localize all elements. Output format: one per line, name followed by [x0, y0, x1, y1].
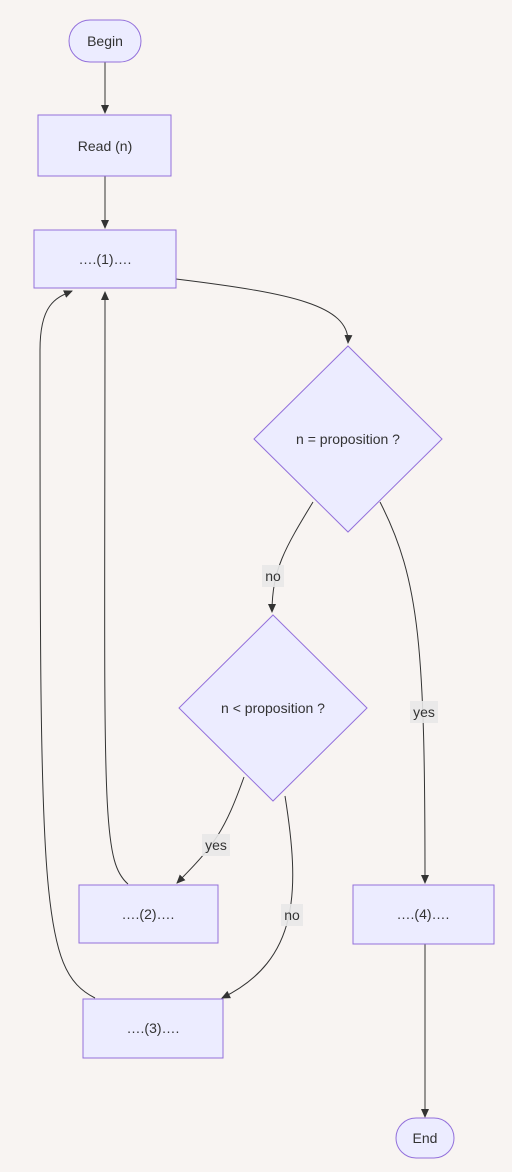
- node-read-label: Read (n): [78, 138, 132, 154]
- node-begin: Begin: [68, 19, 142, 63]
- edge-step3-to-step1: [39, 290, 96, 999]
- node-begin-label: Begin: [87, 33, 123, 49]
- node-step3-label: ….(3)….: [127, 1020, 180, 1036]
- node-step1-label: ….(1)….: [79, 251, 132, 267]
- node-decision-less: n < proposition ?: [178, 614, 368, 802]
- edge-label-less-no-text: no: [284, 907, 300, 923]
- edge-label-less-yes: yes: [202, 834, 230, 856]
- node-step4: ….(4)….: [352, 884, 495, 945]
- edge-label-equal-no: no: [262, 565, 284, 587]
- edge-decision-equal-yes: [379, 501, 429, 884]
- edge-step2-to-step1: [100, 291, 129, 885]
- node-read: Read (n): [37, 114, 172, 177]
- edge-decision-less-no: [221, 795, 294, 999]
- edge-decision-equal-no: [268, 501, 314, 613]
- node-step2: ….(2)….: [78, 884, 219, 944]
- node-step3: ….(3)….: [82, 998, 224, 1059]
- edge-label-less-yes-text: yes: [205, 837, 227, 853]
- edge-decision-less-yes: [176, 776, 245, 884]
- edge-label-equal-yes-text: yes: [413, 704, 435, 720]
- edge-label-equal-yes: yes: [410, 701, 438, 723]
- node-decision-less-label: n < proposition ?: [221, 700, 325, 716]
- node-decision-equal: n = proposition ?: [253, 345, 443, 533]
- edge-label-less-no: no: [281, 904, 303, 926]
- node-step1: ….(1)….: [33, 229, 177, 289]
- node-step4-label: ….(4)….: [397, 906, 450, 922]
- edge-step1-to-decision-equal: [175, 278, 353, 344]
- node-decision-equal-label: n = proposition ?: [296, 431, 400, 447]
- node-end: End: [395, 1117, 455, 1159]
- edge-label-equal-no-text: no: [265, 568, 281, 584]
- edges: [39, 62, 429, 1118]
- node-end-label: End: [413, 1130, 438, 1146]
- node-step2-label: ….(2)….: [122, 906, 175, 922]
